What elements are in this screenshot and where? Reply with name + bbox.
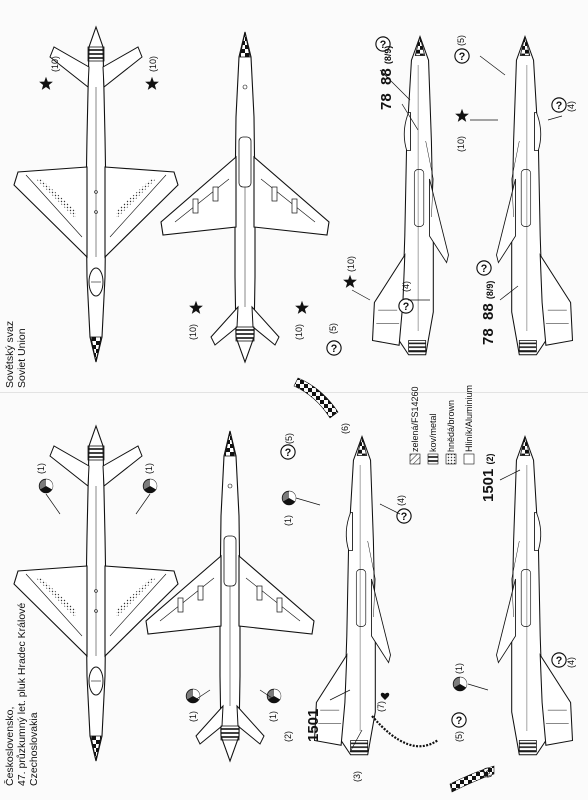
czech-side-view-b: [495, 435, 574, 756]
soviet-serial-b: 78 88 (8/9): [480, 280, 497, 345]
callout-7: (7): [376, 701, 386, 712]
callout-6: (6): [340, 423, 350, 434]
callout-4: (4): [401, 281, 411, 292]
leader-lines-czech: [45, 469, 521, 753]
question-callout-icon: [476, 260, 492, 276]
question-callout-icon: [454, 48, 470, 64]
callout-10: (10): [294, 323, 304, 340]
soviet-side-view-b: [495, 35, 574, 356]
callout-5: (5): [328, 323, 338, 334]
callout-1: (1): [454, 663, 464, 674]
checker-band-top: [293, 377, 339, 419]
czech-roundel-icon: [142, 478, 158, 494]
rudder-arc: [371, 715, 439, 748]
red-star-icon: [343, 274, 357, 288]
callout-4: (4): [566, 101, 576, 112]
callout-1: (1): [144, 463, 154, 474]
czech-top-view: [13, 425, 179, 762]
callout-1: (1): [188, 711, 198, 722]
callout-2: (2): [283, 731, 293, 742]
legend-label-metal: kov/metal: [428, 413, 438, 452]
question-callout-icon: [551, 97, 567, 113]
red-star-icon: [455, 108, 469, 122]
callout-3: (3): [352, 771, 362, 782]
red-star-icon: [145, 76, 159, 90]
callout-10: (10): [50, 55, 60, 72]
legend-label-green: zelená/FS14260: [410, 386, 420, 452]
legend-label-alu: Hliník/Aluminium: [464, 384, 474, 452]
leader-lines-soviet: [351, 55, 563, 301]
question-callout-icon: [551, 652, 567, 668]
czech-roundel-icon: [185, 688, 201, 704]
callout-1: (1): [36, 463, 46, 474]
callout-10: (10): [188, 323, 198, 340]
czech-roundel-icon: [281, 490, 297, 506]
legend-swatch-green: [409, 453, 421, 465]
question-callout-icon: [326, 340, 342, 356]
soviet-bottom-view: [160, 31, 330, 363]
legend-swatch-metal: [427, 453, 439, 465]
callout-5: (5): [454, 731, 464, 742]
checker-band-bottom: [449, 765, 495, 793]
czech-roundel-icon: [38, 478, 54, 494]
question-callout-icon: [451, 712, 467, 728]
color-legend: [409, 453, 475, 465]
section-divider: [0, 392, 588, 393]
callout-5: (5): [456, 35, 466, 46]
czech-serial-a: 1501: [305, 708, 322, 742]
czech-roundel-icon: [452, 676, 468, 692]
callout-8-9: (8/9): [383, 45, 393, 65]
legend-label-brown: hnědá/brown: [446, 399, 456, 452]
callout-8-9: (8/9): [485, 280, 495, 300]
callout-4: (4): [566, 657, 576, 668]
legend-swatch-alu: [463, 453, 475, 465]
red-star-icon: [295, 300, 309, 314]
callout-1: (1): [268, 711, 278, 722]
soviet-top-view: [13, 26, 179, 363]
red-star-icon: [39, 76, 53, 90]
question-callout-icon: [398, 298, 414, 314]
question-callout-icon: [396, 508, 412, 524]
czech-serial-b: 1501 (2): [480, 453, 497, 502]
callout-2: (2): [485, 453, 495, 465]
soviet-serial-a: 78 88 (8/9): [378, 45, 395, 110]
red-star-icon: [189, 300, 203, 314]
callout-10: (10): [148, 55, 158, 72]
question-callout-icon: [280, 444, 296, 460]
callout-6: (6): [482, 767, 492, 778]
callout-10: (10): [456, 135, 466, 152]
callout-5: (5): [284, 433, 294, 444]
czech-bottom-view: [145, 430, 315, 762]
callout-1: (1): [283, 515, 293, 526]
callout-10: (10): [346, 255, 356, 272]
legend-swatch-brown: [445, 453, 457, 465]
heart-mark-icon: [380, 692, 390, 700]
callout-4: (4): [396, 495, 406, 506]
